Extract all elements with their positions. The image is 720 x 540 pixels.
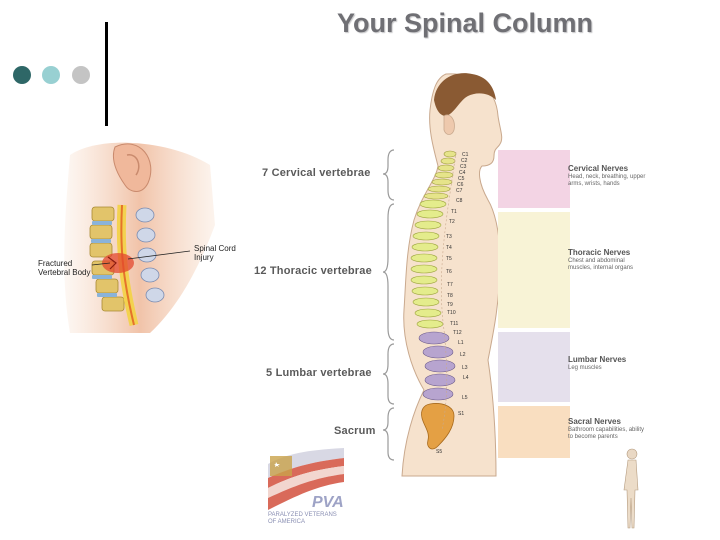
vertebra-label-l1: L1 <box>458 341 464 346</box>
vertebra-label-l5: L5 <box>462 396 468 401</box>
neck-injury-illustration <box>30 135 230 335</box>
vertebra-label-s5: S5 <box>436 450 442 455</box>
thoracic-nerves-info: Thoracic Nerves Chest and abdominal musc… <box>568 248 650 272</box>
cervical-nerves-desc: Head, neck, breathing, upper arms, wrist… <box>568 174 650 188</box>
standing-figure-icon <box>622 448 642 530</box>
thoracic-nerves-title: Thoracic Nerves <box>568 248 650 257</box>
lumbar-nerves-desc: Leg muscles <box>568 365 650 372</box>
lumbar-group-label: 5 Lumbar vertebrae <box>266 367 372 379</box>
sacral-panel <box>498 406 570 458</box>
dark-teal-dot <box>13 66 31 84</box>
pva-logo-mark: PVA <box>312 494 344 512</box>
sacral-nerves-title: Sacral Nerves <box>568 417 650 426</box>
vertebra-label-t4: T4 <box>446 246 452 251</box>
thoracic-group-label: 12 Thoracic vertebrae <box>254 265 372 277</box>
vertebra-label-c7: C7 <box>456 189 462 194</box>
spinal-cord-injury-label: Spinal Cord Injury <box>194 244 236 262</box>
vertebra-label-l3: L3 <box>462 366 468 371</box>
page-title: Your Spinal Column <box>300 8 630 39</box>
thoracic-nerves-desc: Chest and abdominal muscles, internal or… <box>568 258 650 272</box>
vertebra-label-t5: T5 <box>446 257 452 262</box>
sacral-nerves-desc: Bathroom capabilities, ability to become… <box>568 427 650 441</box>
vertebra-label-t12: T12 <box>453 331 462 336</box>
vertebra-label-t1: T1 <box>451 210 457 215</box>
pva-org-name: PARALYZED VETERANS OF AMERICA <box>268 512 337 526</box>
cervical-nerves-title: Cervical Nerves <box>568 164 650 173</box>
cervical-nerves-info: Cervical Nerves Head, neck, breathing, u… <box>568 164 650 188</box>
sacral-nerves-info: Sacral Nerves Bathroom capabilities, abi… <box>568 417 650 441</box>
vertebra-label-l2: L2 <box>460 353 466 358</box>
vertebra-label-t11: T11 <box>450 322 458 327</box>
vertebra-label-t3: T3 <box>446 235 452 240</box>
header-divider <box>105 22 108 126</box>
vertebra-label-t9: T9 <box>447 303 453 308</box>
vertebra-label-t7: T7 <box>447 283 453 288</box>
thoracic-panel <box>498 212 570 328</box>
vertebra-label-c8: C8 <box>456 199 462 204</box>
lumbar-nerves-title: Lumbar Nerves <box>568 355 650 364</box>
vertebra-label-t8: T8 <box>447 294 453 299</box>
vertebra-label-t6: T6 <box>446 270 452 275</box>
fractured-vertebral-body-label: Fractured Vertebral Body <box>38 259 90 277</box>
lumbar-panel <box>498 332 570 402</box>
cervical-panel <box>498 150 570 208</box>
vertebra-label-s1: S1 <box>458 412 464 417</box>
light-teal-dot <box>42 66 60 84</box>
vertebra-label-l4: L4 <box>463 376 469 381</box>
cervical-group-label: 7 Cervical vertebrae <box>262 167 371 179</box>
gray-dot <box>72 66 90 84</box>
sacrum-group-label: Sacrum <box>334 425 376 437</box>
vertebra-label-t2: T2 <box>449 220 455 225</box>
vertebra-label-t10: T10 <box>447 311 456 316</box>
lumbar-nerves-info: Lumbar Nerves Leg muscles <box>568 355 650 372</box>
body-silhouette <box>384 70 504 480</box>
